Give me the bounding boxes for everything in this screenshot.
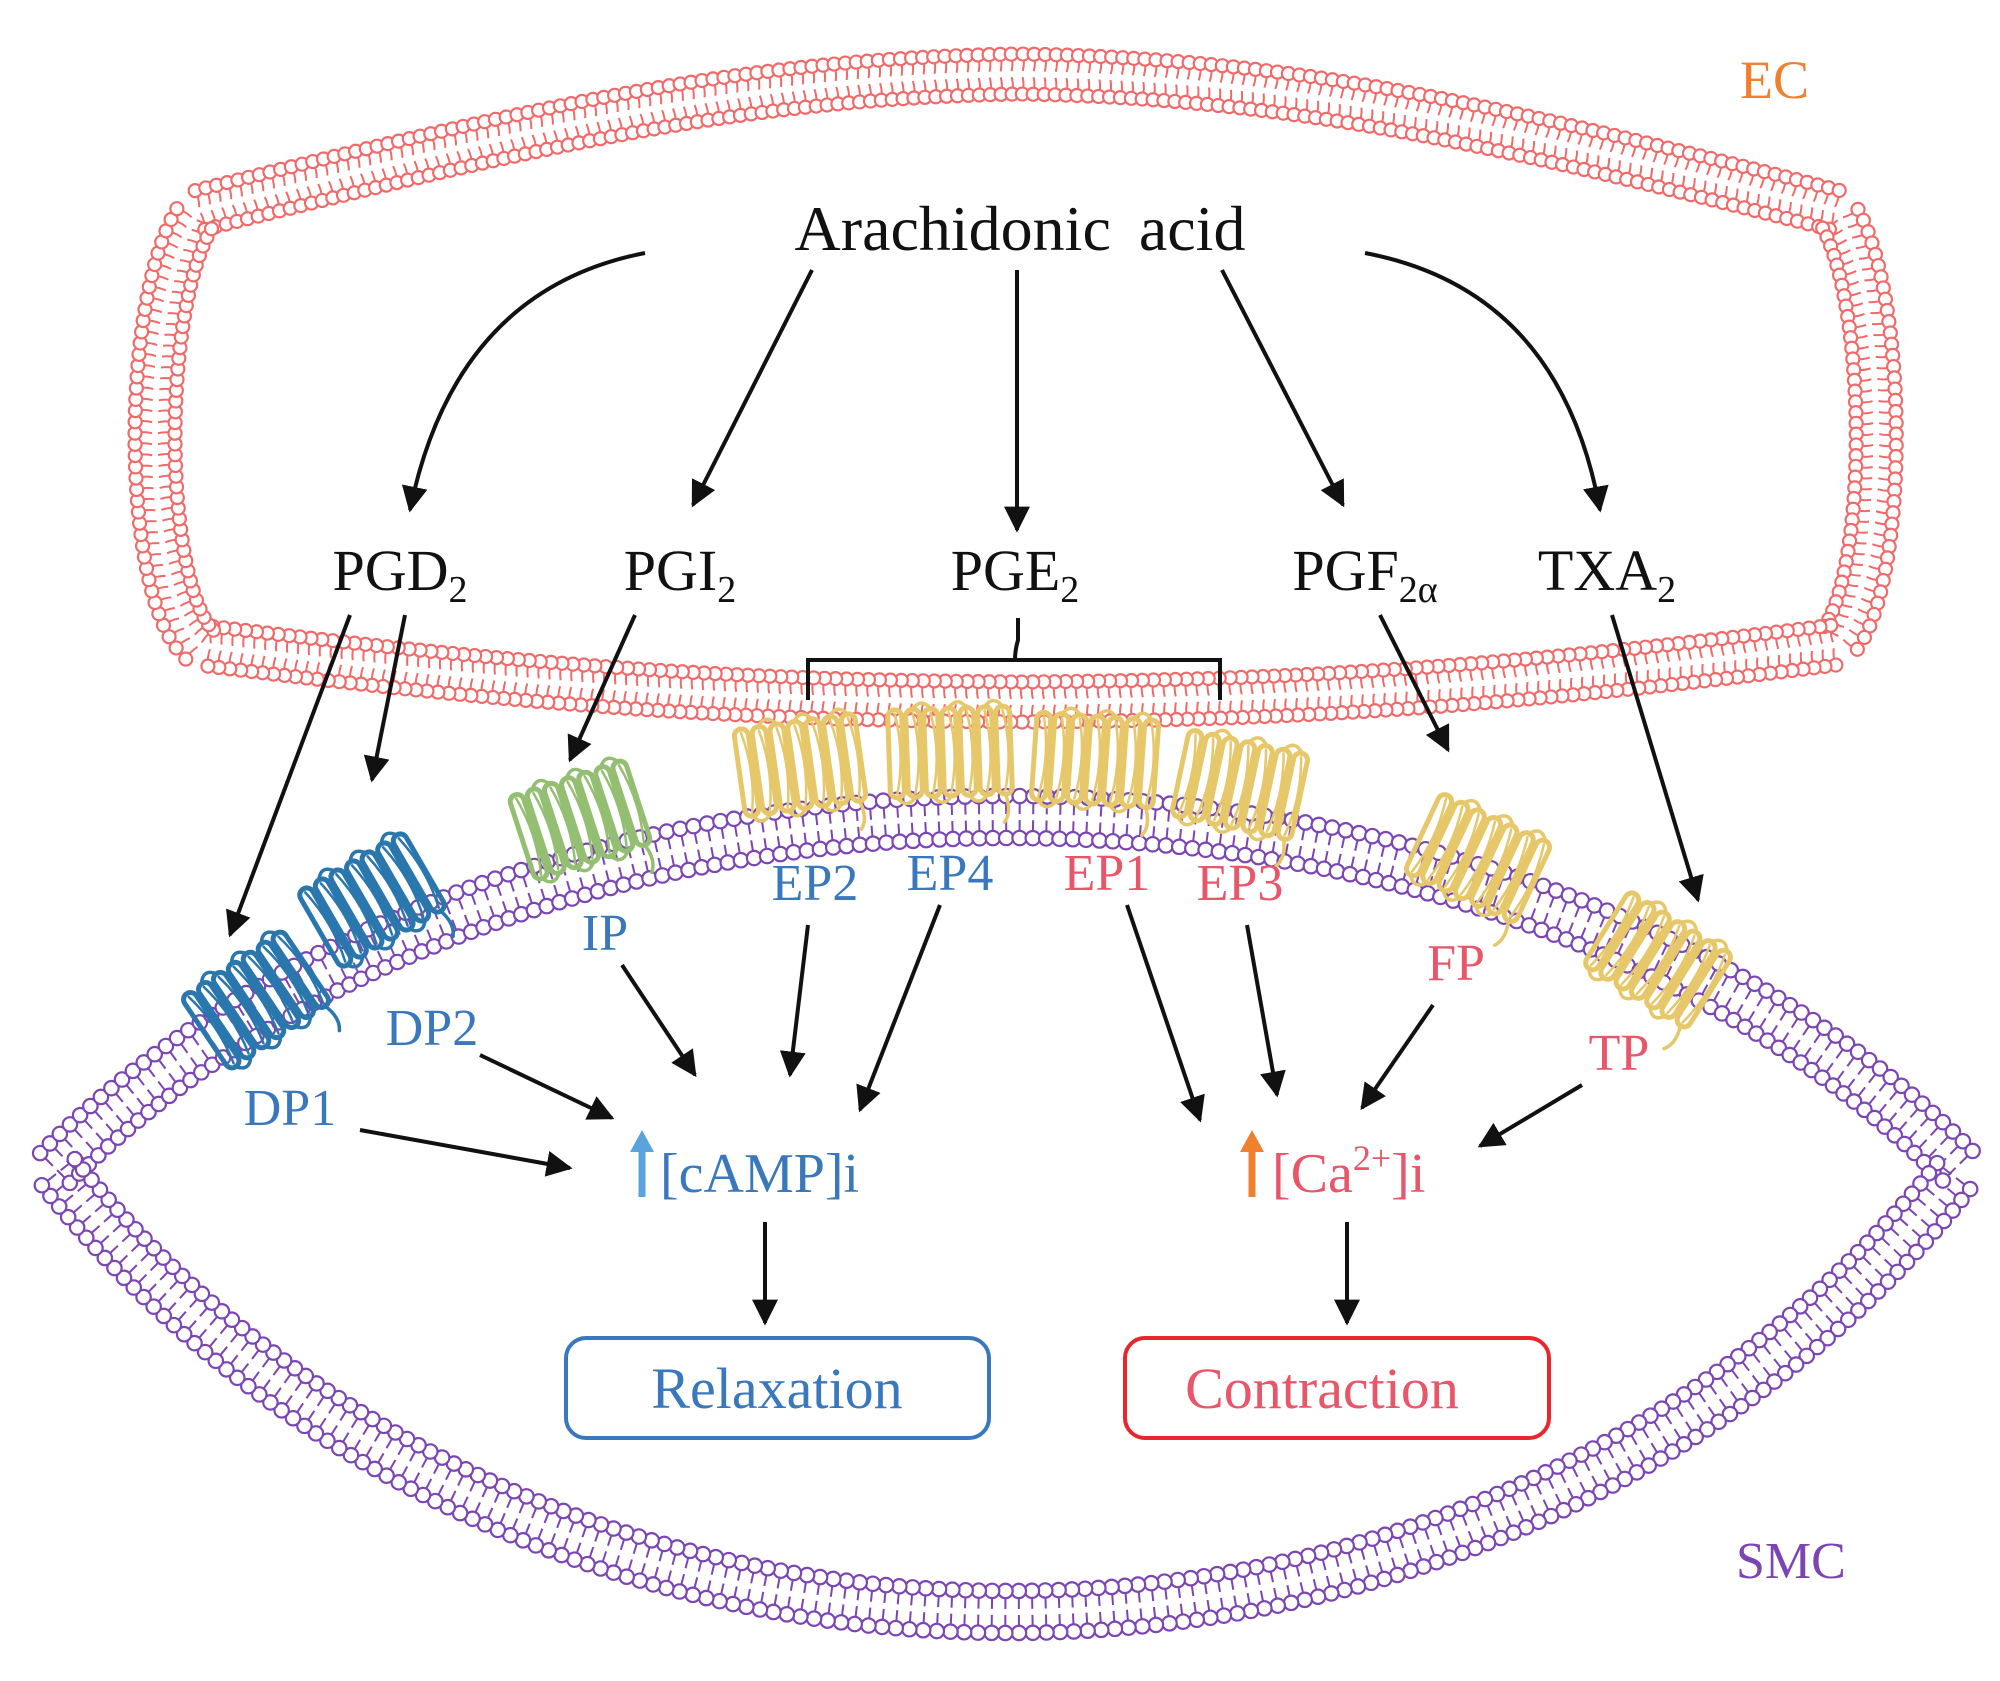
pge2-bracket: [806, 618, 1222, 700]
ec-label: EC: [1740, 50, 1809, 110]
arrow-fp-to-ca: [1360, 1003, 1435, 1111]
up-arrow-blue-icon: [630, 1130, 654, 1197]
ip-receptor: [507, 756, 655, 884]
arachidonic-acid-label: Arachidonic acid: [795, 193, 1246, 264]
arrow-pgf2a-to-fp: [1378, 614, 1450, 753]
arrow-txa2-to-tp: [1610, 614, 1704, 903]
ip-label: IP: [582, 905, 628, 962]
receptor-group: [181, 698, 1733, 1071]
dp2-receptor: [297, 831, 456, 969]
arrow-ep3-to-ca: [1245, 924, 1286, 1098]
tp-receptor: [1583, 890, 1733, 1051]
arrow-aa-to-pgf2a: [1220, 269, 1345, 508]
arrow-group: [226, 251, 1704, 1326]
dp2-label: DP2: [386, 1000, 478, 1057]
pgi2-label: PGI2: [624, 538, 736, 611]
arrow-dp2-to-camp: [479, 1053, 615, 1120]
arrow-tp-to-ca: [1477, 1083, 1584, 1148]
ep4-receptor: [885, 698, 1015, 824]
arrow-ep1-to-ca: [1125, 904, 1205, 1123]
arrow-dp1-to-camp: [359, 1128, 573, 1177]
pgd2-label: PGD2: [332, 538, 467, 611]
smc-label: SMC: [1736, 1533, 1846, 1590]
contraction-box: Contraction: [1123, 1336, 1551, 1440]
arrow-aa-to-txa2: [1364, 251, 1609, 513]
dp1-receptor: [181, 929, 342, 1071]
ep1-label: EP1: [1064, 845, 1151, 902]
arrow-ep2-to-camp: [779, 924, 810, 1078]
camp-label: [cAMP]i: [660, 1143, 859, 1205]
txa2-label: TXA2: [1538, 538, 1676, 611]
pge2-label: PGE2: [951, 538, 1080, 611]
arrow-pgd2-to-dp1: [226, 614, 352, 938]
arrow-aa-to-pgd2: [401, 251, 646, 513]
ep1-receptor: [1029, 706, 1161, 838]
calcium-label: [Ca2+]i: [1272, 1138, 1425, 1205]
arrow-pgd2-to-dp2: [363, 614, 407, 783]
ep3-receptor: [1169, 728, 1311, 868]
ep4-label: EP4: [907, 845, 994, 902]
tp-label: TP: [1589, 1025, 1650, 1082]
arrow-ep4-to-camp: [856, 904, 942, 1113]
dp1-label: DP1: [244, 1080, 336, 1137]
arrow-aa-to-pgi2: [691, 269, 814, 508]
fp-receptor: [1403, 792, 1553, 947]
fp-label: FP: [1427, 935, 1485, 992]
endothelial-cell-membrane: [127, 46, 1904, 730]
arrow-ip-to-camp: [620, 963, 697, 1078]
contraction-label: Contraction: [1185, 1356, 1459, 1421]
relaxation-box: Relaxation: [564, 1336, 991, 1440]
pgf2a-label: PGF2α: [1292, 538, 1437, 611]
arrow-pgi2-to-ip: [567, 614, 637, 763]
relaxation-label: Relaxation: [651, 1356, 902, 1421]
ep2-receptor: [731, 707, 869, 831]
ep3-label: EP3: [1197, 855, 1284, 912]
up-arrow-orange-icon: [1240, 1130, 1264, 1197]
ep2-label: EP2: [772, 855, 859, 912]
